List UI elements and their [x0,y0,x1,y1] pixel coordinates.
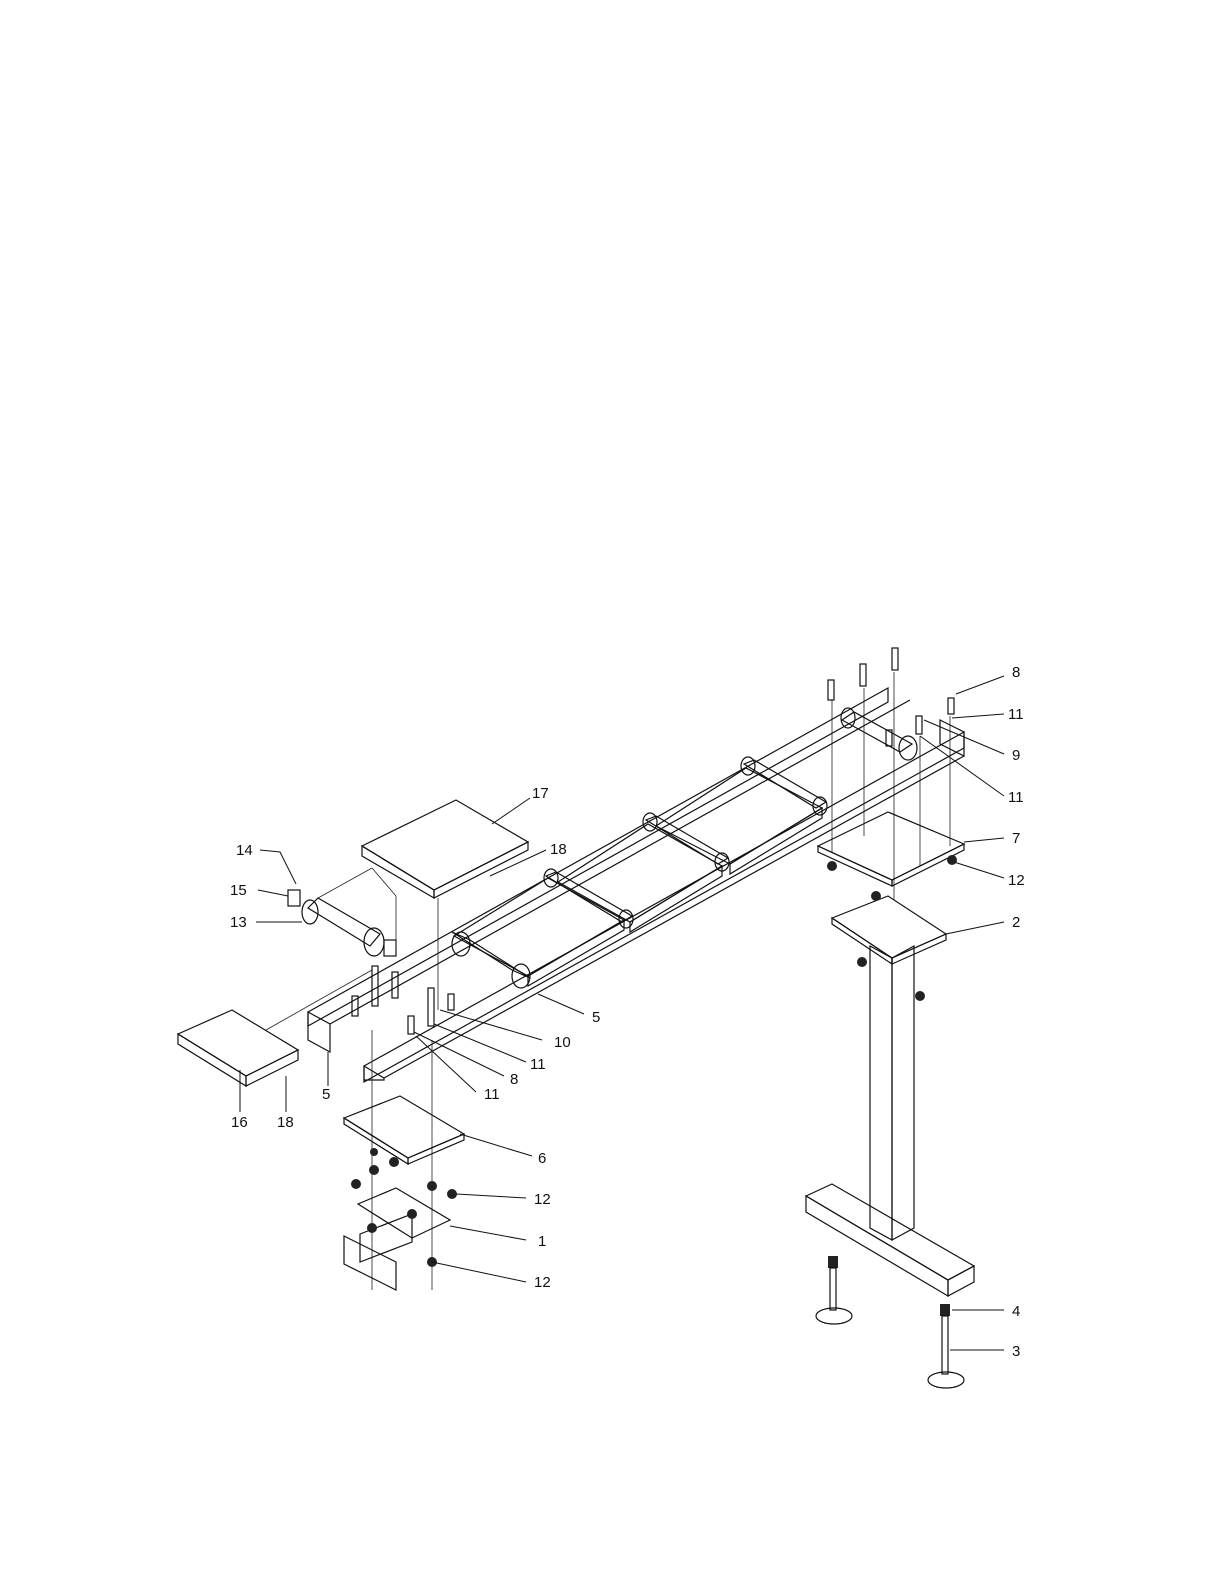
belt-panel-1 [454,878,624,986]
callout-11-rear-bottom: 11 [1008,789,1024,806]
roller-mid-3 [741,757,827,815]
callout-11-rear-top: 11 [1008,706,1024,723]
callout-7: 7 [1012,830,1020,847]
callout-8-front: 8 [510,1071,518,1088]
callout-11-front-top: 11 [530,1056,546,1073]
callout-8-rear: 8 [1012,664,1020,681]
front-nuts [351,1148,457,1267]
callout-18-top: 18 [550,841,567,858]
callout-4: 4 [1012,1303,1020,1320]
leveling-foot-left [816,1256,852,1324]
callout-9: 9 [1012,747,1020,764]
callout-16: 16 [231,1114,248,1131]
plate-7 [818,812,964,886]
belt-panel-3 [656,768,822,874]
callout-11-front-bottom: 11 [484,1086,500,1103]
roller-rear [841,708,917,760]
leveling-foot-right [928,1304,964,1388]
callout-6: 6 [538,1150,546,1167]
callout-15: 15 [230,882,247,899]
callout-5-left: 5 [322,1086,330,1103]
plate-6 [344,1096,464,1164]
callout-12-front-bottom: 12 [534,1274,551,1291]
rear-bolts [828,648,954,900]
front-bolts [352,966,454,1290]
callout-5-right: 5 [592,1009,600,1026]
callout-10: 10 [554,1034,571,1051]
callout-13: 13 [230,914,247,931]
end-cover-16 [178,970,372,1086]
callout-17: 17 [532,785,549,802]
callout-18-bottom: 18 [277,1114,294,1131]
callout-12-rear: 12 [1008,872,1025,889]
bracket-1 [344,1188,450,1290]
callout-3: 3 [1012,1343,1020,1360]
stand-2 [806,891,974,1296]
callout-1: 1 [538,1233,546,1250]
callout-2: 2 [1012,914,1020,931]
leader-lines [240,676,1004,1350]
callout-14: 14 [236,842,253,859]
exploded-roller-13 [288,868,396,956]
callout-labels: 8 11 9 11 7 12 2 17 18 14 15 13 5 10 11 … [230,664,1025,1360]
callout-12-front-top: 12 [534,1191,551,1208]
